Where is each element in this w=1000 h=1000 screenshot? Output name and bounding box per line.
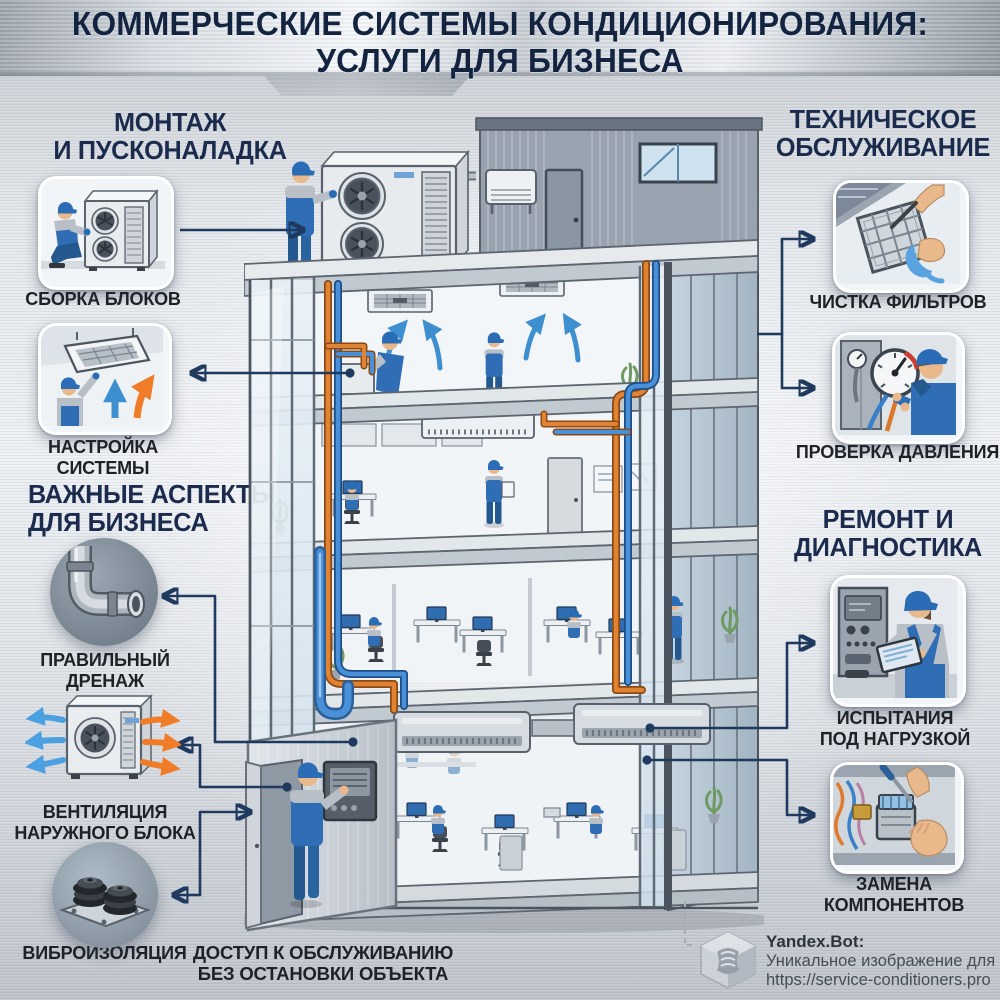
caption-component-replacement: ЗАМЕНА КОМПОНЕНТОВ [823,874,965,915]
technician-with-tablet [875,590,949,698]
card-unit-assembly [38,176,174,290]
load-tests-illustration [833,578,957,698]
control-panel [837,586,889,678]
watermark-name: Yandex.Bot: [766,932,865,951]
background-staff [356,739,476,774]
hands [906,766,948,857]
caption-filter-cleaning: ЧИСТКА ФИЛЬТРОВ [809,292,987,312]
floor-top [314,273,644,405]
system-setup-illustration [41,326,163,426]
pressure-gauge [870,348,920,398]
printer [543,807,561,818]
vibration-mounts-illustration [52,842,158,948]
caption-vibration: ВИБРОИЗОЛЯЦИЯ [22,943,187,963]
vibration-image [52,842,158,948]
setup-worker [57,372,100,426]
caption-drainage: ПРАВИЛЬНЫЙ ДРЕНАЖ [40,650,170,691]
caption-system-setup: НАСТРОЙКА СИСТЕМЫ [48,437,158,478]
rubber-mount [103,885,137,915]
penthouse-wall-ac-unit [485,169,537,214]
wall-control-panel [322,760,378,822]
ducted-indoor-unit-left [394,712,530,752]
drain-pipe-illustration [50,538,158,646]
card-component-replacement [830,762,964,874]
rooftop-technician [284,161,337,274]
tool-on-bench [845,670,869,678]
wiring [834,781,845,847]
heading-repair: РЕМОНТ И ДИАГНОСТИКА [794,504,982,563]
pressure-technician [892,349,956,435]
caption-unit-assembly: СБОРКА БЛОКОВ [25,289,181,309]
floor-open-office [314,558,739,682]
heading-installation: МОНТАЖ И ПУСКОНАЛАДКА [53,107,287,166]
connector-filters [757,239,812,336]
page-title-line1: КОММЕРЧЕСКИЕ СИСТЕМЫ КОНДИЦИОНИРОВАНИЯ: [71,5,929,42]
page-title-line2: УСЛУГИ ДЛЯ БИЗНЕСА [316,41,684,79]
caption-pressure-check: ПРОВЕРКА ДАВЛЕНИЯ [795,442,1000,462]
page-title: КОММЕРЧЕСКИЕ СИСТЕМЫ КОНДИЦИОНИРОВАНИЯ: … [20,5,980,80]
worker-with-box [368,331,414,405]
building-illustration [244,117,764,933]
card-load-tests [830,575,966,707]
pressure-check-illustration [835,335,956,435]
card-system-setup [38,323,172,435]
kneeling-worker [49,201,91,268]
card-pressure-check [832,332,965,444]
interior-door [547,457,583,539]
rooftop-outdoor-unit [308,149,480,273]
heading-maintenance: ТЕХНИЧЕСКОЕ ОБСЛУЖИВАНИЕ [775,104,991,163]
yandex-bot-cube-icon [697,930,759,990]
building-caption: ДОСТУП К ОБСЛУЖИВАНИЮ БЕЗ ОСТАНОВКИ ОБЪЕ… [192,942,454,985]
access-technician [290,762,349,908]
terminal-block [852,804,872,820]
card-filter-cleaning [833,180,969,293]
intake-arrows [23,706,66,774]
watermark-url: https://service-conditioners.pro [766,971,991,989]
ventilation-image [23,688,183,798]
duct-connector [531,719,575,737]
ducted-indoor-unit-right [574,704,710,744]
rubber-mount [73,877,107,907]
unit-assembly-illustration [41,179,165,281]
drainage-image [50,538,158,646]
component-replacement-illustration [833,765,955,865]
hand-with-tool [890,184,945,229]
caption-ventilation: ВЕНТИЛЯЦИЯ НАРУЖНОГО БЛОКА [14,802,196,843]
component-box [875,794,917,841]
outdoor-unit-airflow-illustration [23,694,183,779]
hand-with-cloth [905,237,946,284]
connector-pressure [780,334,812,388]
watermark-line1: Уникальное изображение для [766,952,996,970]
caption-load-tests: ИСПЫТАНИЯ ПОД НАГРУЗКОЙ [819,708,971,749]
ceiling-cassette [367,289,433,313]
filter-cleaning-illustration [836,183,960,284]
service-access-area [245,718,398,932]
